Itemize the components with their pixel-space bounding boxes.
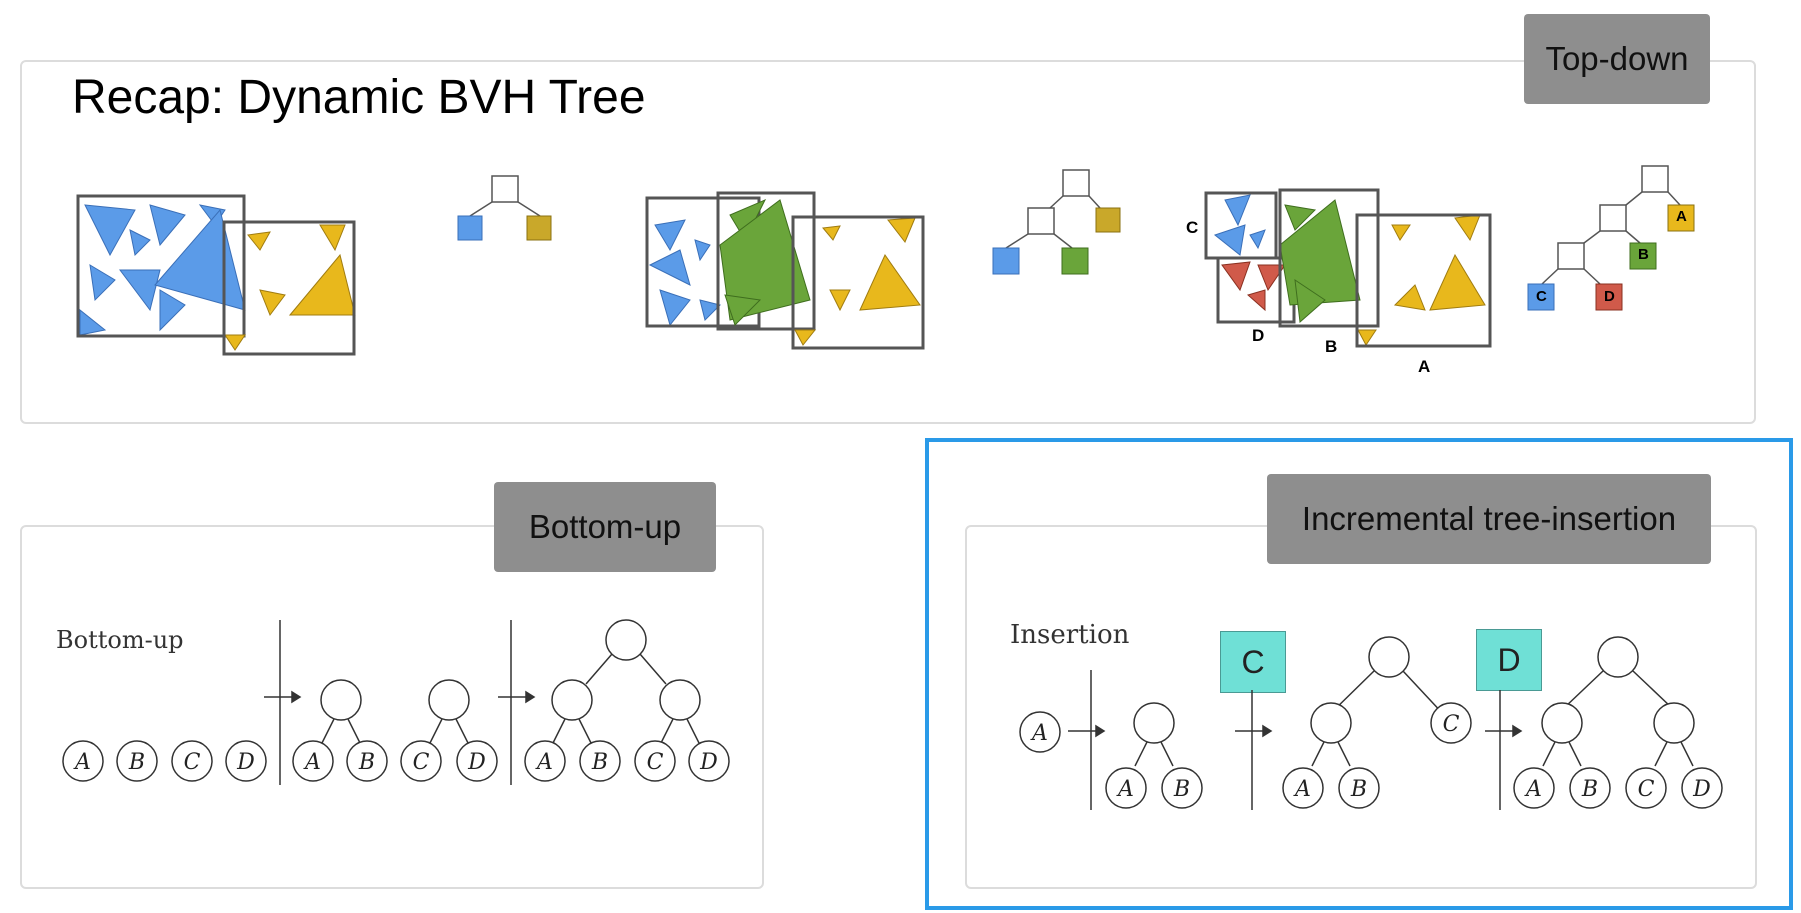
leaf-b: B — [128, 750, 145, 775]
leaf-a: A — [1524, 777, 1542, 802]
bvh-step-2 — [645, 191, 925, 350]
tree-node-b: B — [1638, 246, 1649, 263]
top-down-tag: Top-down — [1524, 14, 1710, 104]
insertion-tag: Incremental tree-insertion — [1267, 474, 1711, 564]
box-label-a: A — [1418, 357, 1431, 376]
bvh-tree-2 — [992, 169, 1121, 275]
leaf-a: A — [1116, 777, 1134, 802]
leaf-c: C — [1443, 712, 1460, 737]
bottom-up-tag: Bottom-up — [494, 482, 716, 572]
leaf-a: A — [73, 750, 91, 775]
box-label-d: D — [1252, 326, 1265, 345]
leaf-c: C — [184, 750, 201, 775]
inserted-node-d: D — [1476, 629, 1542, 691]
leaf-a: A — [1293, 777, 1311, 802]
tree-node-c: C — [1536, 288, 1547, 305]
bvh-step-1 — [76, 194, 356, 356]
leaf-a: A — [303, 750, 321, 775]
leaf-b: B — [1173, 777, 1190, 802]
leaf-c: C — [647, 750, 664, 775]
insertion-caption: Insertion — [1010, 620, 1130, 650]
box-label-c: C — [1186, 218, 1199, 237]
leaf-c: C — [413, 750, 430, 775]
bvh-tree-3 — [1527, 165, 1695, 311]
top-down-diagram — [76, 169, 1492, 356]
leaf-d: D — [236, 750, 255, 775]
bottom-up-diagram: A B C D A B C D A B C D — [62, 619, 730, 785]
leaf-d: D — [699, 750, 718, 775]
insertion-diagram: A A B C A B A B C D — [1019, 636, 1723, 810]
top-down-panel — [20, 60, 1756, 424]
leaf-b: B — [1581, 777, 1598, 802]
leaf-b: B — [1350, 777, 1367, 802]
leaf-b: B — [358, 750, 375, 775]
highlight-frame — [925, 438, 1793, 910]
bottom-up-panel — [20, 525, 764, 889]
page-title: Recap: Dynamic BVH Tree — [72, 71, 646, 124]
tree-node-d: D — [1604, 288, 1615, 305]
bvh-tree-1 — [457, 175, 552, 241]
leaf-a: A — [535, 750, 553, 775]
insertion-panel — [965, 525, 1757, 889]
tree-node-a: A — [1676, 208, 1687, 225]
leaf-a: A — [1030, 721, 1048, 746]
bvh-step-3 — [1204, 188, 1492, 348]
bottom-up-caption: Bottom-up — [56, 626, 184, 654]
box-label-b: B — [1325, 337, 1338, 356]
leaf-d: D — [1692, 777, 1711, 802]
inserted-node-c: C — [1220, 631, 1286, 693]
leaf-c: C — [1638, 777, 1655, 802]
leaf-d: D — [467, 750, 486, 775]
leaf-b: B — [591, 750, 608, 775]
